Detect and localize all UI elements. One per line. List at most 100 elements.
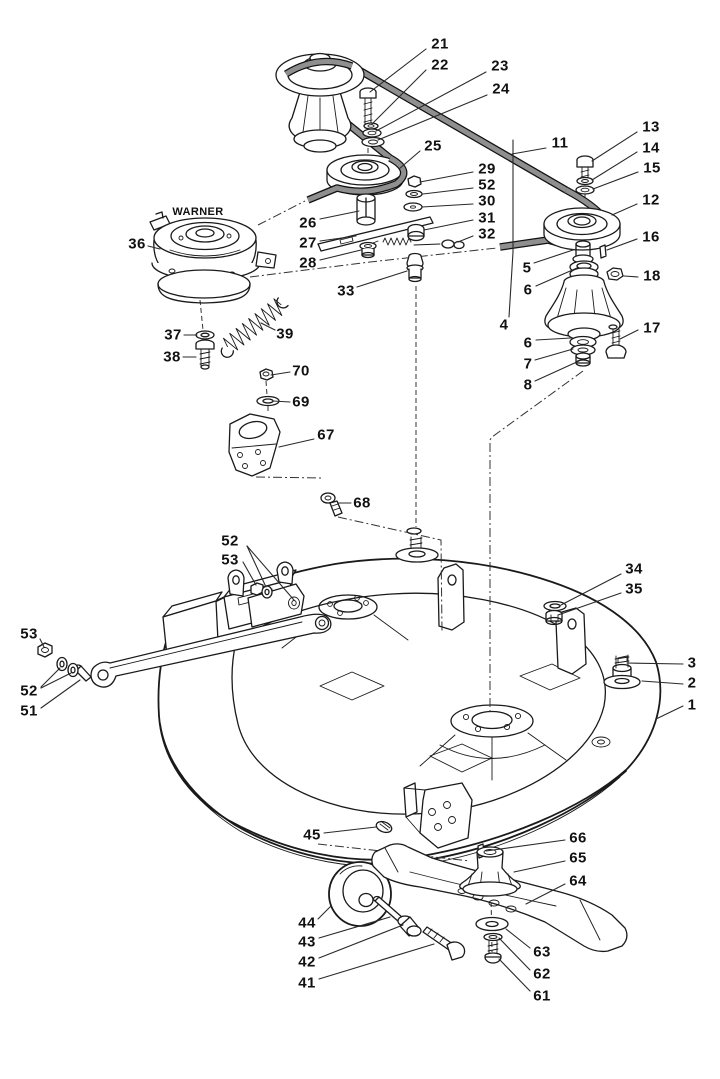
- callout-4: 4: [499, 316, 509, 334]
- leader-line-33: [356, 270, 408, 288]
- leader-line-61: [498, 958, 531, 992]
- callout-52: 52: [20, 682, 38, 700]
- leader-line-5: [533, 248, 577, 264]
- callout-6: 6: [523, 281, 533, 299]
- callout-61: 61: [533, 987, 551, 1005]
- leader-line-30: [421, 203, 474, 208]
- leader-line-25: [398, 150, 421, 170]
- leader-line-42: [318, 924, 404, 959]
- leader-line-35: [557, 592, 622, 616]
- bracket-hardware: [256, 368, 280, 407]
- assembly-axis-lines: [199, 148, 586, 953]
- leader-line-11: [511, 147, 547, 155]
- callout-17: 17: [643, 319, 661, 337]
- callout-8: 8: [523, 376, 533, 394]
- leader-line-52: [246, 545, 295, 601]
- callout-68: 68: [353, 494, 371, 512]
- callout-leader-lines: [39, 48, 684, 992]
- leader-line-3: [626, 662, 684, 665]
- leader-line-53: [242, 561, 257, 586]
- callout-31: 31: [478, 209, 496, 227]
- leader-line-16: [606, 238, 638, 251]
- bracket-bolt: [320, 492, 343, 517]
- clutch-bolt: [195, 339, 215, 370]
- callout-33: 33: [337, 282, 355, 300]
- clutch-brand-label: WARNER: [172, 206, 224, 218]
- callout-53: 53: [221, 551, 239, 569]
- callout-52: 52: [221, 532, 239, 550]
- gauge-wheel-assembly: [328, 861, 466, 961]
- leader-line-7: [534, 348, 574, 361]
- leader-line-15: [592, 171, 639, 190]
- leader-line-29: [419, 171, 474, 183]
- callout-38: 38: [163, 348, 181, 366]
- right-spindle-assembly: [543, 155, 627, 367]
- leader-line-52: [246, 545, 267, 588]
- clutch-washer: [195, 330, 215, 340]
- leader-line-44: [317, 905, 332, 920]
- support-bracket: [228, 413, 281, 477]
- blade-assembly: [371, 843, 628, 964]
- callout-23: 23: [491, 57, 509, 75]
- callout-24: 24: [492, 80, 510, 98]
- leader-line-67: [278, 438, 315, 448]
- leader-line-17: [619, 329, 639, 340]
- callout-16: 16: [642, 228, 660, 246]
- callout-5: 5: [522, 259, 532, 277]
- callout-51: 51: [20, 702, 38, 720]
- leader-line-62: [498, 937, 531, 971]
- leader-line-53: [39, 638, 45, 648]
- leader-line-51: [40, 679, 81, 709]
- leader-line-6: [535, 267, 578, 287]
- leader-line-34: [560, 573, 622, 606]
- brake-bar-group: [317, 175, 465, 283]
- callout-14: 14: [642, 139, 660, 157]
- leader-line-26: [319, 210, 360, 220]
- leader-line-4: [508, 139, 514, 318]
- leader-line-36: [147, 245, 161, 250]
- leader-line-1: [655, 705, 684, 720]
- callout-45: 45: [303, 826, 321, 844]
- callout-36: 36: [128, 235, 146, 253]
- callout-67: 67: [317, 426, 335, 444]
- deck-washer-nut: [543, 600, 567, 626]
- callout-22: 22: [431, 56, 449, 74]
- leader-line-65: [513, 860, 566, 873]
- leader-line-24: [377, 94, 488, 141]
- leader-line-31: [423, 219, 474, 231]
- callout-25: 25: [424, 137, 442, 155]
- rear-hanger-bracket: [375, 782, 473, 849]
- callout-62: 62: [533, 965, 551, 983]
- callout-15: 15: [643, 159, 661, 177]
- callout-69: 69: [292, 393, 310, 411]
- leader-line-52: [40, 667, 61, 688]
- leader-line-43: [318, 916, 391, 939]
- callout-52: 52: [478, 176, 496, 194]
- callout-7: 7: [523, 355, 533, 373]
- leader-line-52: [422, 187, 474, 195]
- leader-line-70: [270, 371, 291, 376]
- leader-line-27: [319, 235, 357, 242]
- callout-29: 29: [478, 160, 496, 178]
- callout-64: 64: [569, 872, 587, 890]
- callout-70: 70: [292, 362, 310, 380]
- leader-line-12: [611, 203, 638, 216]
- leader-line-6: [535, 337, 572, 341]
- callout-35: 35: [625, 580, 643, 598]
- callout-53: 53: [20, 625, 38, 643]
- leader-line-32: [457, 235, 474, 243]
- callout-63: 63: [533, 943, 551, 961]
- callout-6: 6: [523, 334, 533, 352]
- callout-28: 28: [299, 254, 317, 272]
- callout-42: 42: [298, 953, 316, 971]
- leader-line-23: [375, 71, 487, 132]
- leader-line-21: [369, 48, 427, 93]
- callout-11: 11: [551, 134, 569, 152]
- callout-34: 34: [625, 560, 643, 578]
- leader-line-8: [534, 360, 580, 382]
- tension-spring: [220, 297, 289, 358]
- callout-13: 13: [642, 118, 660, 136]
- leader-line-63: [505, 928, 531, 949]
- leader-line-66: [485, 839, 566, 852]
